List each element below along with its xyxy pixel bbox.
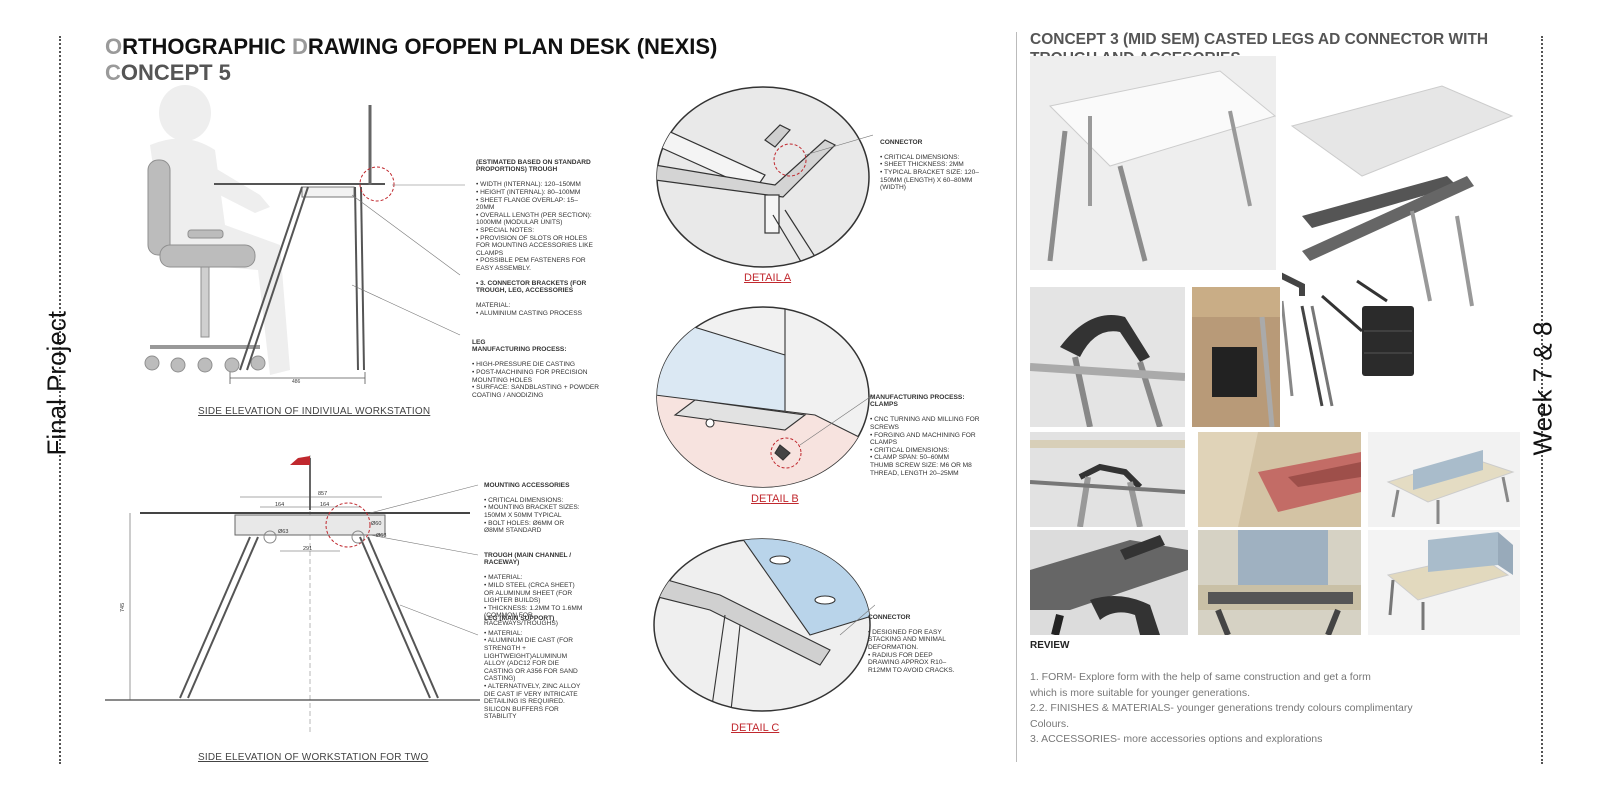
title-lead-d: D: [292, 34, 308, 59]
review-line: 1. FORM- Explore form with the help of s…: [1030, 671, 1371, 683]
note-mount-body: • CRITICAL DIMENSIONS: • MOUNTING BRACKE…: [484, 496, 580, 535]
note-leg-body: • HIGH-PRESSURE DIE CASTING • POST-MACHI…: [472, 361, 600, 399]
render-desk-with-screen: [1368, 432, 1520, 527]
detail-c-drawing: [653, 538, 875, 712]
review-line: 3. ACCESSORIES- more accessories options…: [1030, 733, 1323, 745]
note-leg: LEG MANUFACTURING PROCESS: • HIGH-PRESSU…: [472, 331, 607, 407]
office-chair-icon: [144, 159, 266, 373]
side-label-final-project: Final Project: [41, 311, 72, 456]
dim-d60: Ø60: [371, 521, 381, 527]
side-elevation-two-drawing: 857 164 164 Ø63 Ø60 Ø63 291 745: [105, 455, 480, 735]
side-label-week: Week 7 & 8: [1527, 321, 1558, 456]
note-detail-b: MANUFACTURING PROCESS: CLAMPS • CNC TURN…: [870, 386, 980, 485]
note-leg-main: LEG (MAIN SUPPORT) • MATERIAL: • ALUMINU…: [484, 607, 584, 729]
note-leg2-heading: LEG (MAIN SUPPORT): [484, 614, 555, 622]
note-trough-body: • WIDTH (INTERNAL): 120–150MM • HEIGHT (…: [476, 181, 593, 272]
review-line: 2.2. FINISHES & MATERIALS- younger gener…: [1030, 702, 1413, 714]
note-trough2-body: • MATERIAL: • MILD STEEL (CRCA SHEET) OR…: [484, 574, 583, 627]
title-concept: ONCEPT 5: [120, 60, 231, 85]
caption-detail-a: DETAIL A: [744, 272, 792, 284]
note-detail-c: CONNECTOR • DESIGNED FOR EASY STACKING A…: [868, 606, 963, 682]
note-connector-heading: • 3. CONNECTOR BRACKETS (FOR TROUGH, LEG…: [476, 279, 587, 295]
note-leg2-body: • MATERIAL: • ALUMINUM DIE CAST (FOR STR…: [484, 629, 581, 721]
concept3-title-line1: CONCEPT 3 (MID SEM) CASTED LEGS AD CONNE…: [1030, 31, 1489, 48]
dim-164a: 164: [275, 502, 284, 508]
caption-side-individual: SIDE ELEVATION OF INDIVIUAL WORKSTATION: [198, 406, 431, 417]
review-line: Colours.: [1030, 717, 1070, 730]
title-part-a: RTHOGRAPHIC: [122, 34, 293, 59]
render-leg-joint: [1030, 432, 1185, 527]
note-trough-heading: (ESTIMATED BASED ON STANDARD PROPORTIONS…: [476, 158, 591, 174]
desk-individual: [214, 105, 385, 371]
dim-164b: 164: [320, 502, 329, 508]
note-connector-brackets: • 3. CONNECTOR BRACKETS (FOR TROUGH, LEG…: [476, 272, 596, 325]
note-connector-body: MATERIAL: • ALUMINIUM CASTING PROCESS: [476, 302, 582, 317]
caption-detail-b: DETAIL B: [751, 493, 799, 505]
title-lead-o: O: [105, 34, 123, 59]
dim-745: 745: [120, 603, 126, 612]
note-mounting-accessories: MOUNTING ACCESSORIES • CRITICAL DIMENSIO…: [484, 474, 584, 542]
note-mount-heading: MOUNTING ACCESSORIES: [484, 481, 570, 489]
photo-wood-trough-red: [1198, 432, 1361, 527]
render-exploded-view: [1282, 56, 1518, 426]
caption-side-two: SIDE ELEVATION OF WORKSTATION FOR TWO: [198, 752, 429, 763]
note-leg-heading: LEG MANUFACTURING PROCESS:: [472, 338, 567, 354]
note-dc-heading: CONNECTOR: [868, 613, 911, 621]
flag-icon: [290, 456, 310, 465]
note-detail-a: CONNECTOR • CRITICAL DIMENSIONS: • SHEET…: [880, 131, 980, 199]
note-da-heading: CONNECTOR: [880, 138, 923, 146]
render-l-shape-desk: [1368, 530, 1520, 635]
note-db-heading: MANUFACTURING PROCESS: CLAMPS: [870, 393, 965, 409]
note-trough: (ESTIMATED BASED ON STANDARD PROPORTIONS…: [476, 151, 596, 280]
left-dotted-rule: [59, 36, 61, 764]
dim-width-label: 486: [292, 379, 301, 385]
dim-857: 857: [318, 491, 327, 497]
detail-callout-circle: [359, 166, 395, 202]
title-part-b: RAWING OFOPEN PLAN DESK (NEXIS): [307, 34, 718, 59]
review-line: which is more suitable for younger gener…: [1030, 686, 1251, 699]
side-elevation-individual-drawing: 486: [144, 85, 465, 385]
section-divider: [1016, 32, 1017, 762]
page-title: ORTHOGRAPHIC DRAWING OFOPEN PLAN DESK (N…: [105, 34, 865, 86]
photo-wood-bracket: [1192, 287, 1280, 427]
detail-a-drawing: [656, 86, 873, 268]
caption-detail-c: DETAIL C: [731, 722, 780, 734]
title-lead-c: C: [105, 60, 121, 85]
note-dc-body: • DESIGNED FOR EASY STACKING AND MINIMAL…: [868, 628, 955, 674]
review-heading: REVIEW: [1030, 640, 1070, 651]
right-dotted-rule: [1541, 36, 1543, 764]
note-da-body: • CRITICAL DIMENSIONS: • SHEET THICKNESS…: [880, 153, 979, 192]
note-trough2-heading: TROUGH (MAIN CHANNEL / RACEWAY): [484, 551, 572, 567]
dim-d63a: Ø63: [278, 529, 288, 535]
render-connector-closeup-1: [1030, 287, 1185, 427]
render-connector-closeup-2: [1030, 530, 1188, 635]
render-desk-perspective: [1030, 56, 1276, 270]
render-screen-trough: [1198, 530, 1361, 635]
review-list: 1. FORM- Explore form with the help of s…: [1030, 670, 1510, 748]
dim-d63b: Ø63: [376, 533, 386, 539]
detail-b-drawing: [656, 306, 873, 488]
dim-291: 291: [303, 546, 312, 552]
note-trough-main: TROUGH (MAIN CHANNEL / RACEWAY) • MATERI…: [484, 544, 584, 635]
note-db-body: • CNC TURNING AND MILLING FOR SCREWS • F…: [870, 416, 980, 477]
